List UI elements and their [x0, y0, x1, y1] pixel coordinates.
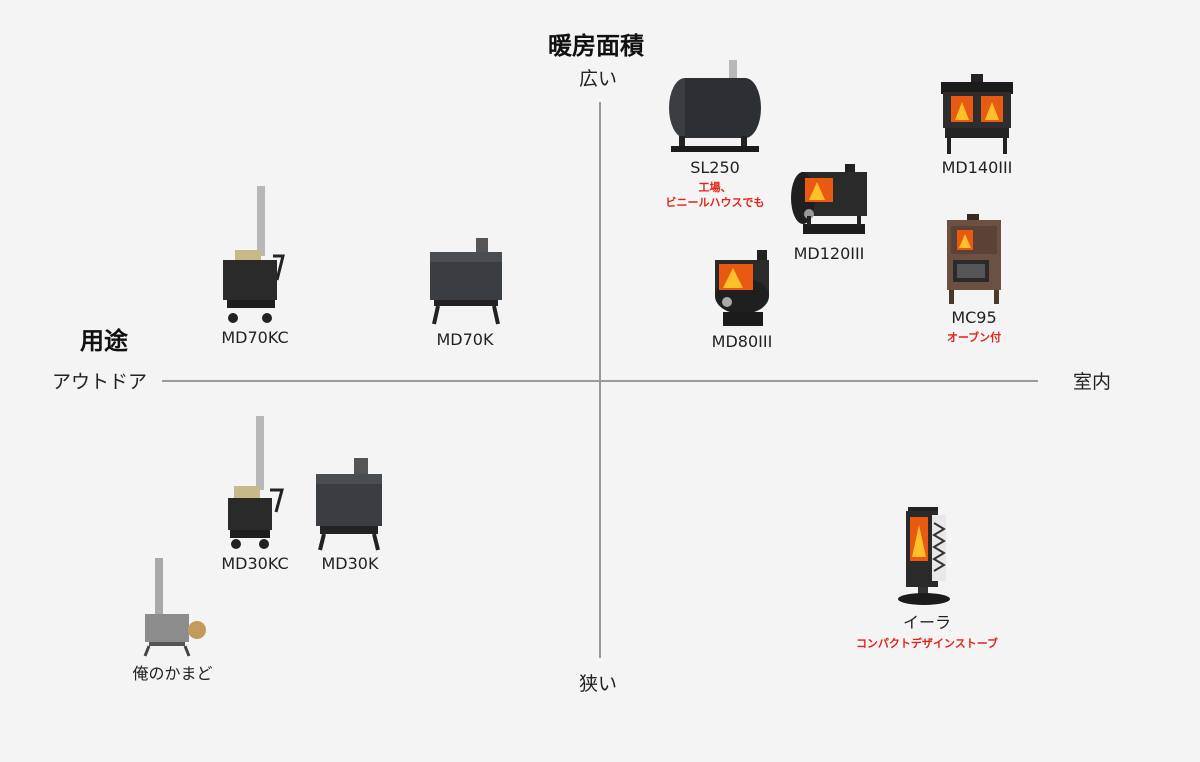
small-cart-stove-icon: [228, 416, 284, 549]
product-name: MC95: [951, 308, 997, 327]
cart-stove-icon: [223, 186, 285, 323]
product-name: 俺のかまど: [132, 664, 213, 683]
camp-stove-icon: [143, 558, 206, 657]
product-name: SL250: [690, 158, 740, 177]
product-md70kc[interactable]: MD70KC: [205, 184, 305, 347]
medium-window-stove-icon: [791, 164, 867, 234]
product-note: オーブン付: [946, 331, 1002, 344]
horizontal-axis-right-label: 室内: [1073, 371, 1112, 393]
product-name: MD140III: [941, 158, 1013, 177]
product-mc95[interactable]: MC95 オーブン付: [924, 214, 1024, 345]
product-name: MD30K: [321, 554, 379, 573]
product-md30k[interactable]: MD30K: [300, 456, 400, 573]
horizontal-axis-title: 用途: [80, 327, 128, 355]
product-name: MD70KC: [221, 328, 289, 347]
product-md120iii[interactable]: MD120III: [779, 164, 879, 263]
product-md30kc[interactable]: MD30KC: [205, 414, 305, 573]
tank-stove-icon: [669, 60, 761, 152]
product-md80iii[interactable]: MD80III: [692, 250, 792, 351]
box-stove-icon: [430, 238, 502, 325]
large-window-stove-icon: [941, 74, 1013, 154]
product-ira[interactable]: イーラ コンパクトデザインストーブ: [850, 505, 1004, 651]
product-note: 工場、: [698, 181, 732, 194]
product-note: コンパクトデザインストーブ: [855, 637, 999, 650]
product-sl250[interactable]: SL250 工場、 ビニールハウスでも: [655, 58, 775, 210]
small-box-stove-icon: [316, 458, 382, 551]
small-window-stove-icon: [715, 250, 769, 326]
product-name: イーラ: [902, 613, 951, 632]
product-md140iii[interactable]: MD140III: [927, 74, 1027, 177]
product-md70k[interactable]: MD70K: [415, 236, 515, 349]
vertical-axis-title: 暖房面積: [548, 32, 644, 60]
vertical-axis-top-label: 広い: [579, 68, 618, 90]
product-name: MD70K: [436, 330, 494, 349]
product-note: ビニールハウスでも: [665, 196, 765, 209]
product-name: MD80III: [711, 332, 773, 351]
vertical-axis-bottom-label: 狭い: [579, 673, 618, 695]
product-camp-stove[interactable]: 俺のかまど: [120, 556, 225, 684]
horizontal-axis-left-label: アウトドア: [52, 371, 148, 393]
product-name: MD30KC: [221, 554, 289, 573]
product-name: MD120III: [793, 244, 865, 263]
horizontal-axis-line: [162, 380, 1038, 382]
oven-stove-icon: [947, 214, 1001, 304]
round-stove-icon: [898, 507, 950, 605]
